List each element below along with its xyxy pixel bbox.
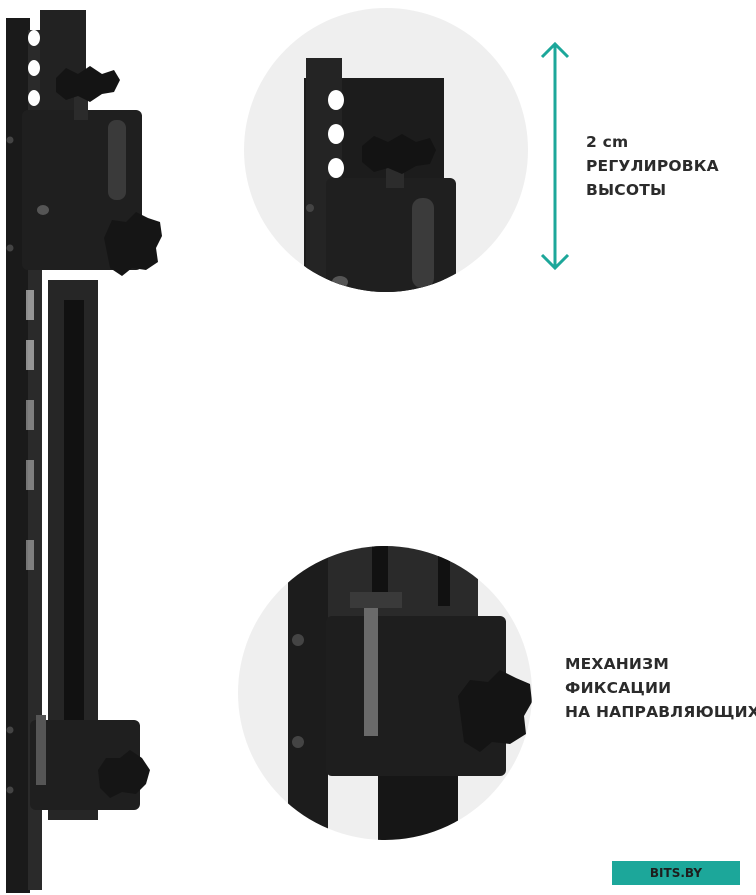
main-bracket-image — [6, 10, 162, 893]
fixation-label-2: ФИКСАЦИИ — [565, 679, 672, 697]
fixation-detail-image — [238, 546, 532, 840]
fixation-label-1: МЕХАНИЗМ — [565, 655, 669, 673]
height-adjust-label-2: РЕГУЛИРОВКА — [586, 157, 719, 175]
double-vertical-arrow-icon — [540, 41, 570, 271]
fixation-label-3: НА НАПРАВЛЯЮЩИХ — [565, 703, 756, 721]
height-adjust-label-3: ВЫСОТЫ — [586, 181, 667, 199]
watermark-badge: BITS.BY — [612, 861, 740, 885]
height-adjust-label-1: 2 cm — [586, 133, 629, 151]
height-adjust-detail-image — [244, 8, 528, 292]
